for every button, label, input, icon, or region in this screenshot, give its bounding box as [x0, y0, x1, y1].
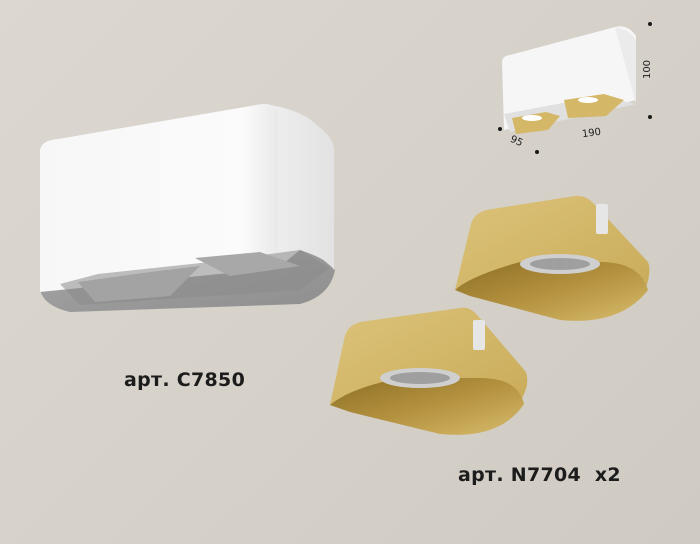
dimension-height: 100 — [642, 59, 654, 80]
housing-c7850 — [40, 103, 335, 312]
dimension-render — [502, 26, 636, 134]
dimension-marker — [498, 127, 502, 131]
dimension-marker — [648, 22, 652, 26]
dimension-marker — [648, 115, 652, 119]
article-label-housing: арт. C7850 — [124, 369, 246, 391]
insert-n7704-1 — [455, 195, 650, 321]
article-label-insert: арт. N7704 x2 — [458, 464, 621, 486]
insert-n7704-2 — [330, 307, 528, 435]
dimension-marker — [535, 150, 539, 154]
